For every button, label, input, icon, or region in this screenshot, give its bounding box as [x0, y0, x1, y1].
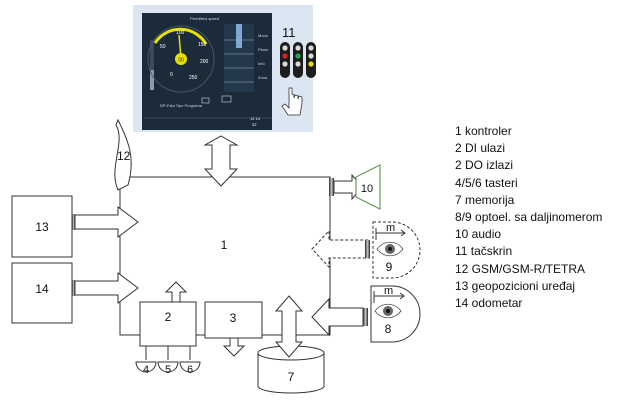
- speed-value: 00: [178, 58, 184, 64]
- legend-item: 11 tačskrin: [455, 244, 513, 259]
- signal-lamp: [308, 61, 314, 67]
- screen-button[interactable]: [201, 97, 210, 104]
- connector-band: [72, 214, 75, 230]
- label-opto8: 8: [385, 322, 392, 336]
- range-arrowhead: [399, 292, 405, 300]
- signal-lamp: [295, 53, 301, 59]
- screen-time: 12 14: [250, 116, 261, 121]
- screen-time-sub: 32: [252, 122, 257, 127]
- screen-side-label: Modo: [258, 33, 269, 38]
- legend: 1 kontroler 2 DI ulazi 2 DO izlazi 4/5/6…: [455, 123, 602, 312]
- screen-level-fill: [150, 70, 154, 90]
- screen-planning-bar: [236, 24, 242, 48]
- screen-side-label: Zona: [258, 75, 268, 80]
- label-button-5: 5: [165, 364, 171, 376]
- signal-lamp: [308, 53, 314, 59]
- label-audio: 10: [361, 183, 373, 195]
- antenna-icon: [114, 118, 132, 191]
- arrow-odometer-to-controller: [74, 272, 139, 304]
- legend-item: 8/9 optoel. sa daljinomerom: [455, 210, 603, 225]
- odometer-block: [11, 262, 73, 324]
- touchscreen-panel: Permitted speed 00 50 100 150 200 250 0 …: [133, 5, 316, 132]
- screen-button[interactable]: [221, 95, 232, 103]
- label-button-4: 4: [143, 364, 149, 376]
- legend-item: 4/5/6 tasteri: [455, 175, 518, 190]
- scale-label: 50: [160, 44, 166, 50]
- memory-cylinder: [257, 353, 325, 394]
- scale-label: 100: [176, 30, 185, 36]
- eye-pupil: [386, 309, 390, 313]
- connector-band: [329, 178, 334, 196]
- label-di: 2: [165, 310, 172, 324]
- label-antenna: 12: [117, 149, 131, 163]
- range-arrowhead: [400, 229, 406, 237]
- legend-item: 2 DI ulazi: [455, 141, 506, 156]
- hand-pointer-icon: [281, 87, 303, 116]
- scale-label: 0: [170, 72, 173, 78]
- legend-item: 2 DO izlazi: [455, 158, 514, 173]
- label-m-8: m: [384, 285, 393, 297]
- label-odometer: 14: [35, 282, 49, 296]
- do-block: [204, 301, 263, 339]
- signal-lamp: [295, 61, 301, 67]
- screen-header: Permitted speed: [190, 16, 219, 21]
- connector-band: [363, 308, 368, 326]
- label-m-9: m: [386, 222, 395, 234]
- connector-band: [365, 240, 370, 258]
- signal-lamp: [308, 45, 314, 51]
- legend-item: 13 geopozicioni uređaj: [455, 278, 576, 293]
- label-do: 3: [230, 311, 237, 325]
- legend-item: 1 kontroler: [455, 124, 512, 138]
- speaker-icon: [355, 164, 381, 210]
- signal-light: [293, 42, 303, 78]
- arrow-geo-to-controller: [74, 206, 139, 238]
- label-memory: 7: [288, 370, 295, 384]
- label-controller: 1: [221, 238, 228, 252]
- connector-band: [72, 280, 75, 296]
- screen-footer: DP-Fala Tipo Programa: [160, 103, 203, 108]
- button-4-icon: [135, 361, 157, 373]
- signal-lamp: [282, 45, 288, 51]
- arrow-di-up: [164, 281, 188, 303]
- screen-side-label: Info: [258, 61, 265, 66]
- arrow-do-down: [222, 337, 246, 357]
- legend-item: 7 memorija: [455, 192, 515, 207]
- signal-lamp: [295, 45, 301, 51]
- double-arrow-memory: [274, 295, 304, 358]
- label-opto9: 9: [386, 260, 393, 274]
- legend-item: 14 odometar: [455, 296, 523, 311]
- label-touchscreen: 11: [282, 25, 296, 40]
- geo-device-block: [11, 195, 73, 258]
- scale-label: 200: [200, 59, 209, 65]
- legend-item: 12 GSM/GSM-R/TETRA: [455, 261, 586, 276]
- scale-label: 150: [198, 42, 207, 48]
- double-arrow-screen: [203, 135, 239, 187]
- screen-side-label: Plano: [258, 47, 269, 52]
- legend-item: 10 audio: [455, 227, 502, 242]
- speedometer-dial: [147, 25, 215, 93]
- button-6-icon: [179, 361, 201, 373]
- eye-pupil: [388, 247, 392, 251]
- signal-light: [280, 42, 290, 78]
- label-geo: 13: [35, 220, 49, 234]
- label-button-6: 6: [187, 364, 193, 376]
- button-5-icon: [157, 361, 179, 373]
- signal-light: [306, 42, 316, 78]
- scale-label: 250: [189, 75, 198, 81]
- signal-lamp: [282, 53, 288, 59]
- di-block: [139, 301, 197, 347]
- speedometer-arc: [153, 27, 208, 45]
- screen-level-bar: [150, 40, 154, 90]
- signal-lamp: [282, 61, 288, 67]
- speedometer-hub: [175, 53, 187, 65]
